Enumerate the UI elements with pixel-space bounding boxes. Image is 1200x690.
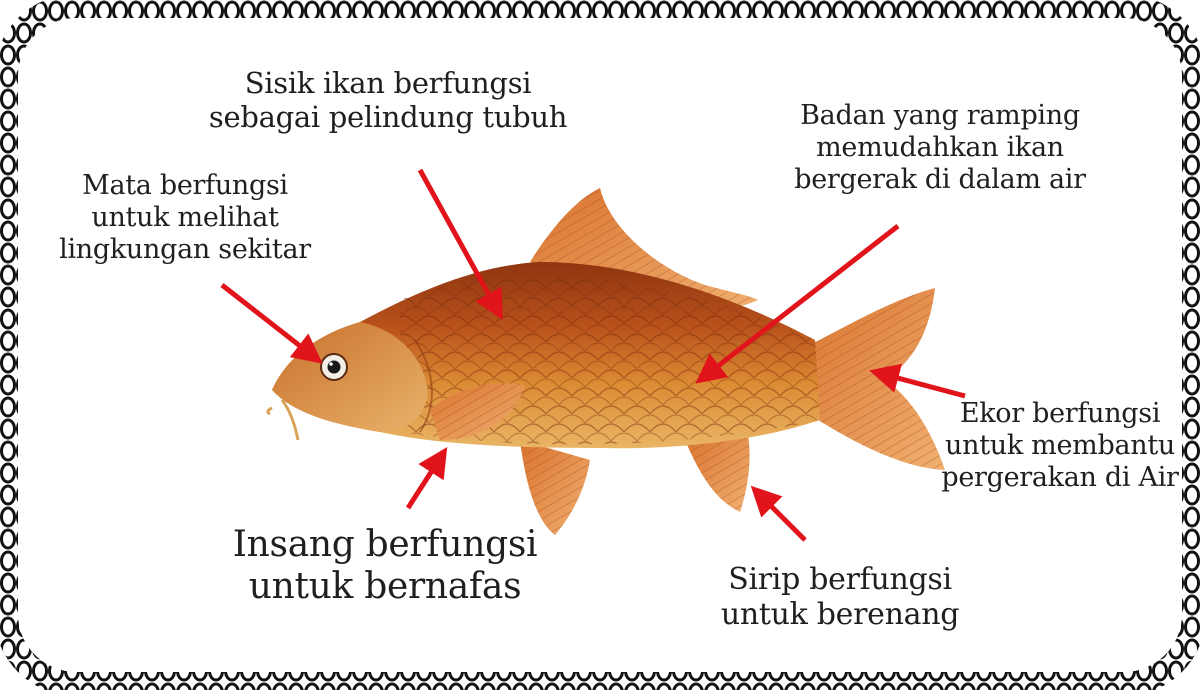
label-mata-line1: Mata berfungsi (82, 170, 288, 201)
label-insang-line1: Insang berfungsi (232, 524, 538, 565)
label-sisik-line1: Sisik ikan berfungsi (244, 66, 532, 100)
label-sisik-line2: sebagai pelindung tubuh (208, 100, 568, 135)
label-ekor-line1: Ekor berfungsi (959, 398, 1161, 429)
label-sirip: Sirip berfungsi untuk berenang (690, 562, 990, 633)
label-badan-line2: memudahkan ikan (816, 131, 1064, 163)
arrow-sirip (750, 485, 807, 542)
arrow-insang (405, 446, 448, 510)
arrow-sisik (417, 168, 503, 321)
label-insang: Insang berfungsi untuk bernafas (220, 524, 550, 609)
label-ekor: Ekor berfungsi untuk membantu pergerakan… (920, 398, 1200, 494)
label-sisik: Sisik ikan berfungsi sebagai pelindung t… (188, 66, 588, 134)
label-badan-line3: bergerak di dalam air (794, 163, 1086, 195)
arrow-ekor (869, 363, 966, 399)
label-badan-line1: Badan yang ramping (800, 100, 1080, 131)
label-insang-line2: untuk bernafas (248, 566, 522, 608)
arrow-badan (695, 224, 900, 384)
label-ekor-line3: pergerakan di Air (941, 461, 1179, 493)
label-mata-line2: untuk melihat (91, 201, 279, 233)
label-sirip-line1: Sirip berfungsi (728, 562, 952, 597)
label-ekor-line2: untuk membantu (945, 429, 1175, 461)
fish-illustration (266, 188, 945, 535)
label-sirip-line2: untuk berenang (720, 597, 960, 633)
arrow-mata (220, 283, 323, 364)
barbel (280, 399, 300, 441)
fish-eye (320, 353, 348, 381)
annotation-arrows (220, 168, 966, 542)
label-mata: Mata berfungsi untuk melihat lingkungan … (40, 170, 330, 266)
label-badan: Badan yang ramping memudahkan ikan berge… (770, 100, 1110, 196)
label-mata-line3: lingkungan sekitar (59, 233, 311, 265)
